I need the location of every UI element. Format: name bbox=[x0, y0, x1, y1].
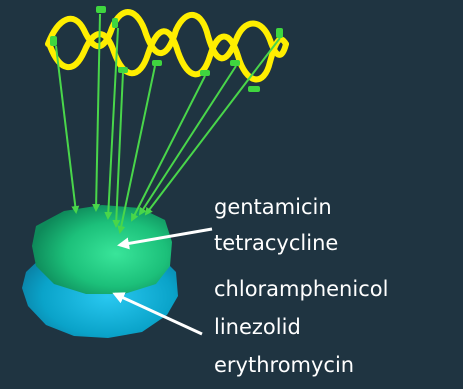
mrna-strand bbox=[48, 12, 286, 79]
label-chloramphenicol: chloramphenicol bbox=[214, 277, 388, 301]
antibiotic-labels: gentamicin tetracycline chloramphenicol … bbox=[214, 195, 388, 377]
label-tetracycline: tetracycline bbox=[214, 231, 338, 255]
small-subunit bbox=[32, 205, 172, 294]
label-erythromycin: erythromycin bbox=[214, 353, 354, 377]
label-linezolid: linezolid bbox=[214, 315, 301, 339]
label-gentamicin: gentamicin bbox=[214, 195, 332, 219]
